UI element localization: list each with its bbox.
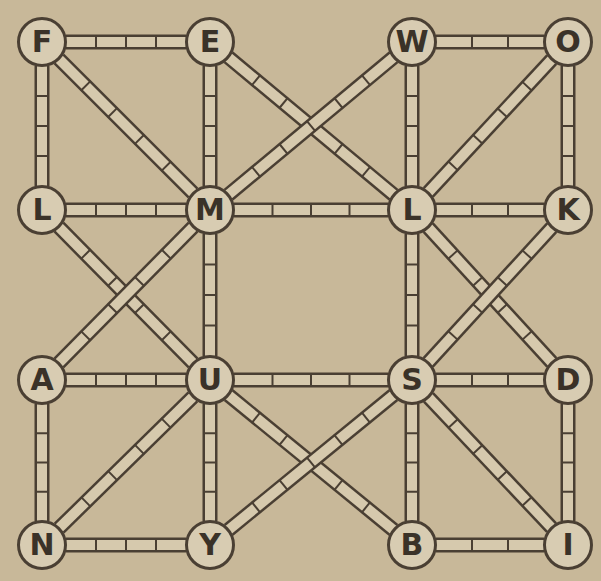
bamboo-stick [59, 59, 193, 193]
bamboo-stick [66, 373, 186, 387]
letter-circle: A [17, 355, 67, 405]
letter-circle: F [17, 17, 67, 67]
letter-circle: S [387, 355, 437, 405]
bamboo-stick [405, 234, 419, 356]
letter: K [556, 195, 579, 225]
letter: N [29, 530, 54, 560]
bamboo-stick [59, 227, 193, 363]
letter-circle: L [387, 185, 437, 235]
bamboo-stick [561, 404, 575, 521]
letter-circle: U [185, 355, 235, 405]
bamboo-stick [436, 538, 544, 552]
bamboo-stick [234, 203, 388, 217]
bamboo-stick [234, 373, 388, 387]
bamboo-stick [436, 203, 544, 217]
letter-circle: K [543, 185, 593, 235]
letter: A [30, 365, 53, 395]
bamboo-stick [35, 66, 49, 186]
letter: U [198, 365, 222, 395]
letter: M [195, 195, 225, 225]
letter-circle: I [543, 520, 593, 570]
letter: W [395, 27, 428, 57]
letter: E [200, 27, 221, 57]
letter: S [401, 365, 423, 395]
bamboo-stick [428, 228, 552, 363]
bamboo-stick [436, 373, 544, 387]
letter: F [32, 27, 53, 57]
letter: Y [199, 530, 221, 560]
bamboo-stick [203, 66, 217, 186]
bamboo-stick [203, 234, 217, 356]
bamboo-stick [228, 57, 393, 194]
bamboo-stick [35, 404, 49, 521]
letter-circle: L [17, 185, 67, 235]
bamboo-stick [428, 397, 551, 527]
letter-circle: M [185, 185, 235, 235]
bamboo-stick [203, 404, 217, 521]
letter-circle: B [387, 520, 437, 570]
letter-circle: O [543, 17, 593, 67]
bamboo-stick [228, 57, 393, 194]
bamboo-stick [428, 60, 551, 193]
bamboo-stick [229, 395, 394, 530]
bamboo-stick [59, 397, 193, 528]
letter: L [402, 195, 421, 225]
bamboo-stick [229, 395, 394, 530]
letter-circle: D [543, 355, 593, 405]
bamboo-stick [428, 228, 552, 363]
letter: L [32, 195, 51, 225]
letter-circle: Y [185, 520, 235, 570]
letter-circle: N [17, 520, 67, 570]
letter: O [555, 27, 581, 57]
bamboo-stick [561, 66, 575, 186]
bamboo-stick [66, 538, 186, 552]
bamboo-stick [436, 35, 544, 49]
bamboo-stick [405, 66, 419, 186]
bamboo-stick [66, 35, 186, 49]
letter-circle: E [185, 17, 235, 67]
bamboo-stick [59, 227, 193, 363]
letter: D [556, 365, 581, 395]
letter-circle: W [387, 17, 437, 67]
letter: I [562, 530, 573, 560]
letter: B [401, 530, 424, 560]
bamboo-stick [405, 404, 419, 521]
bamboo-stick [66, 203, 186, 217]
